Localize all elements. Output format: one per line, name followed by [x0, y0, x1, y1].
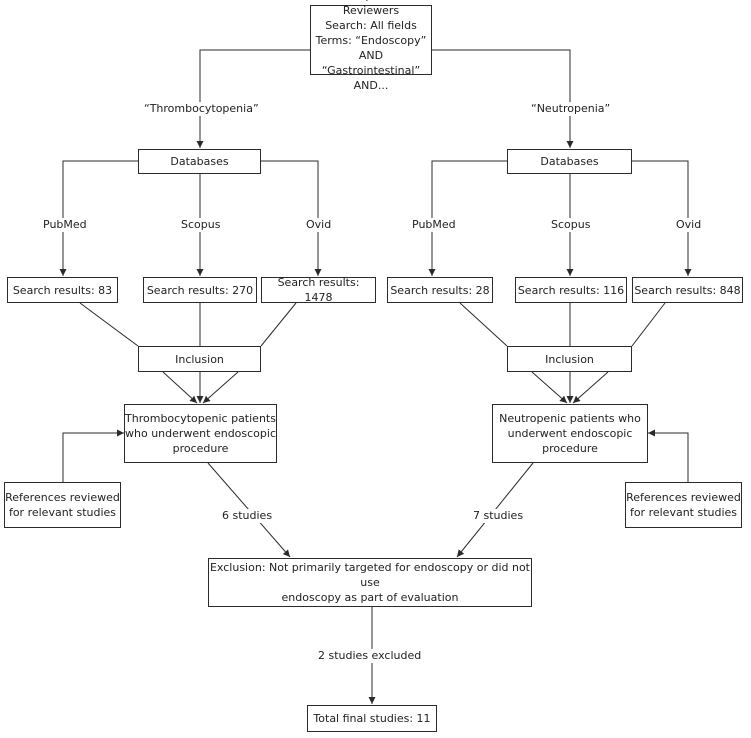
- right-databases-box: Databases: [507, 149, 632, 174]
- total-final-studies-box: Total final studies: 11: [307, 705, 437, 732]
- label-left-scopus: Scopus: [181, 218, 221, 232]
- connector-lincl-pat-c: [202, 371, 239, 404]
- label-left-pubmed: PubMed: [43, 218, 87, 232]
- right-search-results-pubmed: Search results: 28: [387, 277, 493, 303]
- left-search-results-pubmed: Search results: 83: [7, 277, 118, 303]
- left-search-results-scopus: Search results: 270: [143, 277, 257, 303]
- thrombocytopenic-patients-text: Thrombocytopenic patients who underwent …: [125, 412, 277, 455]
- connector-rref-pat: [648, 429, 689, 482]
- connector-rdb-pubmed: [428, 160, 507, 276]
- left-inclusion-text: Inclusion: [175, 352, 224, 366]
- connector-rdb-ovid: [632, 160, 692, 276]
- connector-top-left: [196, 49, 310, 148]
- right-inclusion-box: Inclusion: [507, 346, 632, 372]
- connector-ldb-ovid: [261, 160, 322, 276]
- connector-lres1-incl: [79, 302, 139, 347]
- neutropenic-patients-text: Neutropenic patients who underwent endos…: [499, 412, 641, 455]
- connector-lincl-pat-a: [162, 371, 198, 404]
- right-search-results-scopus: Search results: 116: [515, 277, 627, 303]
- total-final-studies-text: Total final studies: 11: [313, 712, 431, 725]
- search-strategy-box: 2 Independent Reviewers Search: All fiel…: [310, 0, 432, 92]
- connector-top-right: [432, 49, 574, 148]
- connector-rincl-pat-a: [531, 371, 568, 404]
- left-references-box: References reviewed for relevant studies: [4, 482, 121, 528]
- left-databases-box: Databases: [138, 149, 261, 174]
- left-search-results-ovid: Search results: 1478: [261, 276, 376, 304]
- exclusion-text: Exclusion: Not primarily targeted for en…: [209, 561, 530, 604]
- label-thrombocytopenia: “Thrombocytopenia”: [144, 102, 259, 116]
- right-databases-text: Databases: [540, 155, 599, 168]
- label-studies-excluded: 2 studies excluded: [318, 649, 422, 663]
- search-strategy-text: 2 Independent Reviewers Search: All fiel…: [315, 0, 427, 92]
- thrombocytopenic-patients-box: Thrombocytopenic patients who underwent …: [124, 404, 277, 463]
- left-databases-text: Databases: [170, 155, 229, 168]
- label-neutropenia: “Neutropenia”: [531, 102, 611, 116]
- right-search-results-ovid-text: Search results: 848: [634, 283, 741, 297]
- left-search-results-scopus-text: Search results: 270: [146, 283, 254, 297]
- right-search-results-scopus-text: Search results: 116: [517, 283, 625, 297]
- label-left-ovid: Ovid: [306, 218, 332, 232]
- connector-rres3-incl: [631, 302, 666, 347]
- right-references-text: References reviewed for relevant studies: [626, 491, 741, 519]
- label-right-pubmed: PubMed: [412, 218, 456, 232]
- label-left-studies: 6 studies: [222, 509, 273, 523]
- connector-rincl-pat-c: [572, 371, 609, 404]
- left-search-results-ovid-text: Search results: 1478: [277, 276, 360, 304]
- left-references-text: References reviewed for relevant studies: [5, 491, 120, 519]
- label-right-ovid: Ovid: [676, 218, 702, 232]
- connector-lref-pat: [62, 429, 124, 482]
- right-search-results-ovid: Search results: 848: [632, 277, 743, 303]
- left-inclusion-box: Inclusion: [138, 346, 261, 372]
- neutropenic-patients-box: Neutropenic patients who underwent endos…: [492, 404, 648, 463]
- label-right-studies: 7 studies: [473, 509, 524, 523]
- connector-ldb-pubmed: [59, 160, 138, 276]
- right-search-results-pubmed-text: Search results: 28: [390, 283, 490, 297]
- right-references-box: References reviewed for relevant studies: [625, 482, 742, 528]
- connector-lres3-incl: [260, 302, 297, 347]
- right-inclusion-text: Inclusion: [545, 352, 594, 366]
- label-right-scopus: Scopus: [551, 218, 591, 232]
- connector-rres1-incl: [459, 302, 508, 347]
- left-search-results-pubmed-text: Search results: 83: [12, 283, 113, 297]
- exclusion-box: Exclusion: Not primarily targeted for en…: [208, 558, 532, 607]
